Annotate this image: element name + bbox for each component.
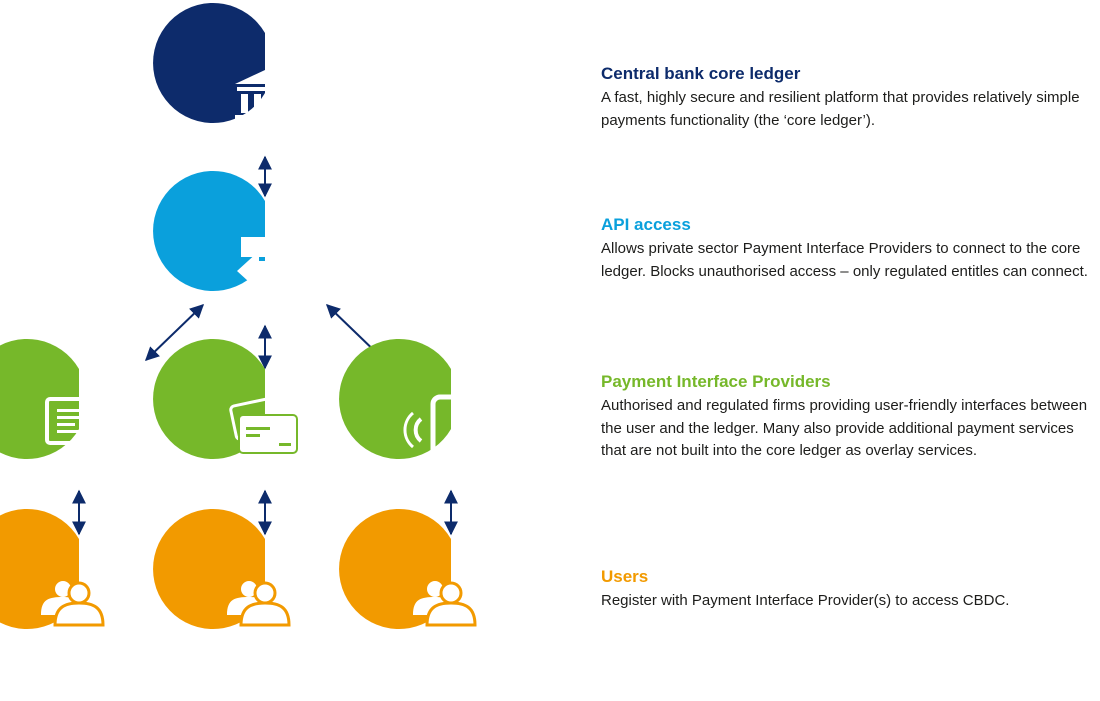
users-body: Register with Payment Interface Provider… [601,592,1010,609]
node-api-access [153,171,293,291]
node-provider-card [153,339,298,459]
node-users-3 [339,509,491,629]
providers-title: Payment Interface Providers [601,372,831,391]
users-title: Users [601,567,649,586]
bank-building-icon [235,70,295,120]
node-users-1 [0,509,119,629]
api-description: API access Allows private sector Payment… [601,215,1091,283]
api-body: Allows private sector Payment Interface … [601,240,1088,280]
exchange-arrows-icon [237,227,293,291]
node-users-2 [153,509,305,629]
api-title: API access [601,215,691,234]
ledger-title: Central bank core ledger [601,64,801,83]
node-provider-desktop [0,339,113,459]
ledger-body: A fast, highly secure and resilient plat… [601,89,1080,129]
providers-body: Authorised and regulated firms providing… [601,397,1088,459]
cbdc-architecture-diagram [0,2,499,629]
users-description: Users Register with Payment Interface Pr… [601,567,1091,613]
connector-api-provider-1 [144,304,205,361]
node-central-bank-ledger [153,2,295,123]
providers-description: Payment Interface Providers Authorised a… [601,372,1091,463]
ledger-description: Central bank core ledger A fast, highly … [601,64,1091,132]
desktop-monitor-icon [45,397,113,456]
node-provider-mobile [339,339,499,466]
payment-card-icon [229,395,298,454]
mobile-phone-icon [403,394,499,466]
